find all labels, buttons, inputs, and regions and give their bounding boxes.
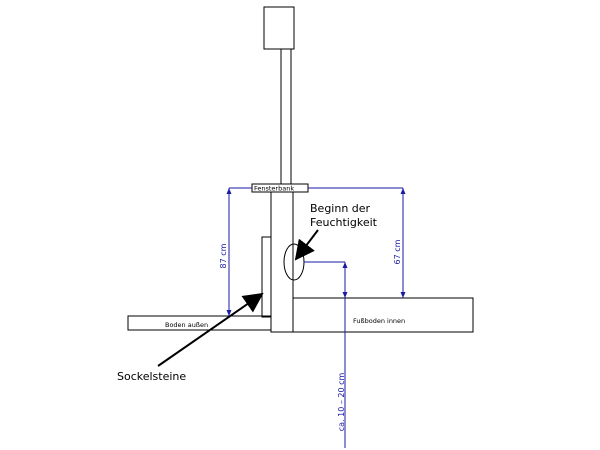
top-box: [263, 6, 295, 50]
plinth-stones: [261, 236, 272, 318]
label-dim-10-20: ca. 10 – 20 cm: [337, 373, 346, 432]
label-beginn-line2: Feuchtigkeit: [310, 216, 378, 229]
arrow-moisture: [294, 229, 319, 261]
label-beginn-line1: Beginn der: [310, 202, 371, 215]
dimension-10-20cm: [304, 261, 348, 448]
label-fussboden-innen: Fußboden innen: [353, 317, 405, 325]
label-dim-87: 87 cm: [219, 243, 228, 268]
ground-outside: [127, 315, 272, 331]
label-fensterbank: Fensterbank: [254, 185, 294, 193]
wall: [270, 191, 294, 333]
label-boden-aussen: Boden außen: [165, 321, 208, 329]
arrow-sockelsteine: [157, 292, 264, 367]
label-sockelsteine: Sockelsteine: [117, 370, 186, 383]
floor-inside: [292, 297, 474, 333]
moisture-ellipse: [283, 243, 305, 281]
window-frame: [280, 48, 292, 185]
dimension-87cm: [226, 187, 252, 316]
label-dim-67: 67 cm: [393, 239, 402, 264]
dimension-67cm: [308, 187, 406, 298]
